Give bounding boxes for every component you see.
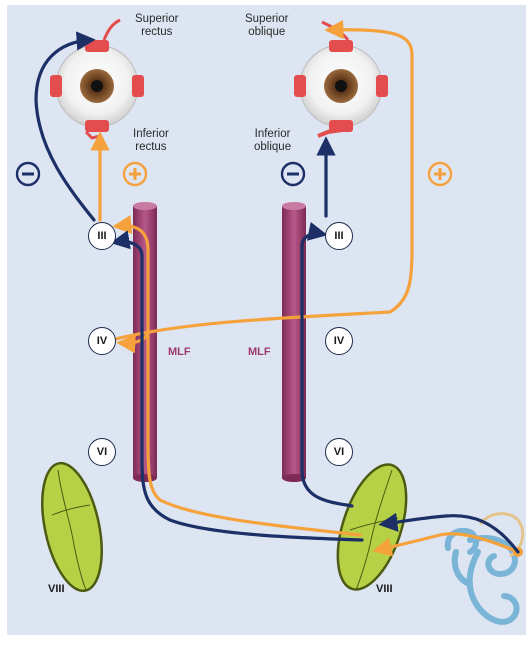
nucleus-right-iv: IV [325,327,353,355]
nucleus-left-vi: VI [88,438,116,466]
label-mlf-right: MLF [248,346,271,358]
nucleus-right-vi: VI [325,438,353,466]
label-viii-right: VIII [376,583,393,595]
nucleus-left-iv: IV [88,327,116,355]
label-viii-left: VIII [48,583,65,595]
nucleus-left-iii: III [88,222,116,250]
nucleus-right-iii: III [325,222,353,250]
label-mlf-left: MLF [168,346,191,358]
